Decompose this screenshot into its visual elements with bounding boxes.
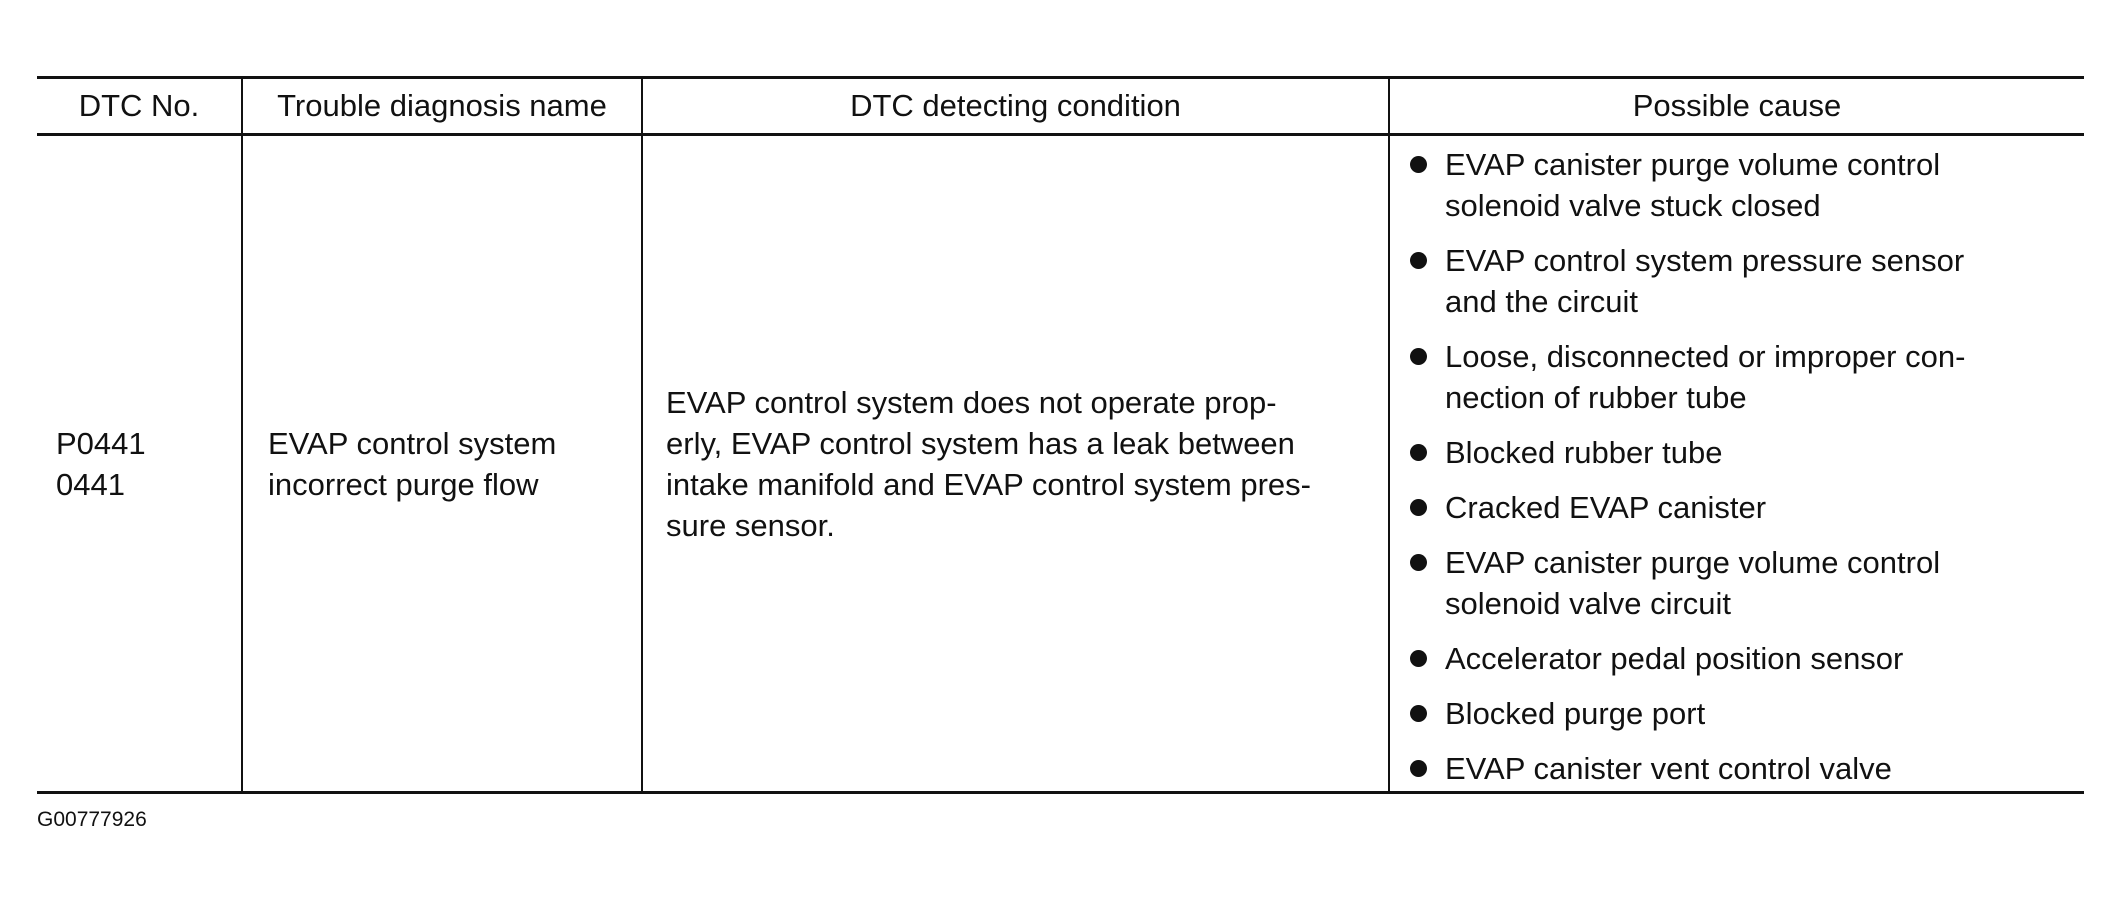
list-item: Blocked purge port: [1410, 693, 2084, 734]
cause-line: EVAP canister purge volume control: [1445, 545, 1941, 580]
detecting-condition-cell: EVAP control system does not operate pro…: [641, 134, 1389, 794]
list-item: Blocked rubber tube: [1410, 432, 2084, 473]
cause-line: solenoid valve stuck closed: [1445, 188, 1821, 223]
condition-line: sure sensor.: [666, 507, 835, 543]
list-item: EVAP canister purge volume control solen…: [1410, 144, 2084, 226]
figure-id: G00777926: [37, 808, 147, 831]
bullet-icon: [1410, 252, 1427, 269]
bullet-icon: [1410, 348, 1427, 365]
trouble-name-line: incorrect purge flow: [268, 466, 539, 502]
cause-line: Blocked rubber tube: [1445, 435, 1723, 470]
cause-line: Loose, disconnected or improper con-: [1445, 339, 1966, 374]
bullet-icon: [1410, 705, 1427, 722]
cause-line: EVAP control system pressure sensor: [1445, 243, 1965, 278]
list-item: Cracked EVAP canister: [1410, 487, 2084, 528]
header-dtc-no: DTC No.: [37, 76, 242, 136]
cause-line: Blocked purge port: [1445, 696, 1706, 731]
table-header-row: DTC No. Trouble diagnosis name DTC detec…: [37, 76, 2084, 136]
bullet-icon: [1410, 499, 1427, 516]
cause-line: EVAP canister vent control valve: [1445, 751, 1892, 786]
list-item: EVAP control system pressure sensor and …: [1410, 240, 2084, 322]
bullet-icon: [1410, 650, 1427, 667]
dtc-number-cell: P0441 0441: [37, 134, 242, 794]
cause-line: EVAP canister purge volume control: [1445, 147, 1941, 182]
cause-line: Accelerator pedal position sensor: [1445, 641, 1904, 676]
condition-line: intake manifold and EVAP control system …: [666, 466, 1311, 502]
cause-line: solenoid valve circuit: [1445, 586, 1732, 621]
cause-line: Cracked EVAP canister: [1445, 490, 1767, 525]
list-item: Loose, disconnected or improper con- nec…: [1410, 336, 2084, 418]
possible-cause-cell: EVAP canister purge volume control solen…: [1388, 134, 2084, 794]
bullet-icon: [1410, 554, 1427, 571]
list-item: EVAP canister purge volume control solen…: [1410, 542, 2084, 624]
dtc-table: DTC No. Trouble diagnosis name DTC detec…: [37, 76, 2084, 794]
bullet-icon: [1410, 156, 1427, 173]
bullet-icon: [1410, 760, 1427, 777]
header-trouble-diagnosis-name: Trouble diagnosis name: [241, 76, 642, 136]
header-possible-cause: Possible cause: [1388, 76, 2084, 136]
condition-line: EVAP control system does not operate pro…: [666, 384, 1277, 420]
trouble-name-line: EVAP control system: [268, 425, 557, 461]
trouble-name-cell: EVAP control system incorrect purge flow: [241, 134, 642, 794]
dtc-code: 0441: [56, 466, 125, 502]
dtc-code: P0441: [56, 425, 146, 461]
possible-cause-list: EVAP canister purge volume control solen…: [1410, 144, 2084, 789]
table-row: P0441 0441 EVAP control system incorrect…: [37, 134, 2084, 794]
list-item: Accelerator pedal position sensor: [1410, 638, 2084, 679]
condition-line: erly, EVAP control system has a leak bet…: [666, 425, 1295, 461]
cause-line: nection of rubber tube: [1445, 380, 1747, 415]
cause-line: and the circuit: [1445, 284, 1638, 319]
list-item: EVAP canister vent control valve: [1410, 748, 2084, 789]
header-dtc-detecting-condition: DTC detecting condition: [641, 76, 1389, 136]
bullet-icon: [1410, 444, 1427, 461]
